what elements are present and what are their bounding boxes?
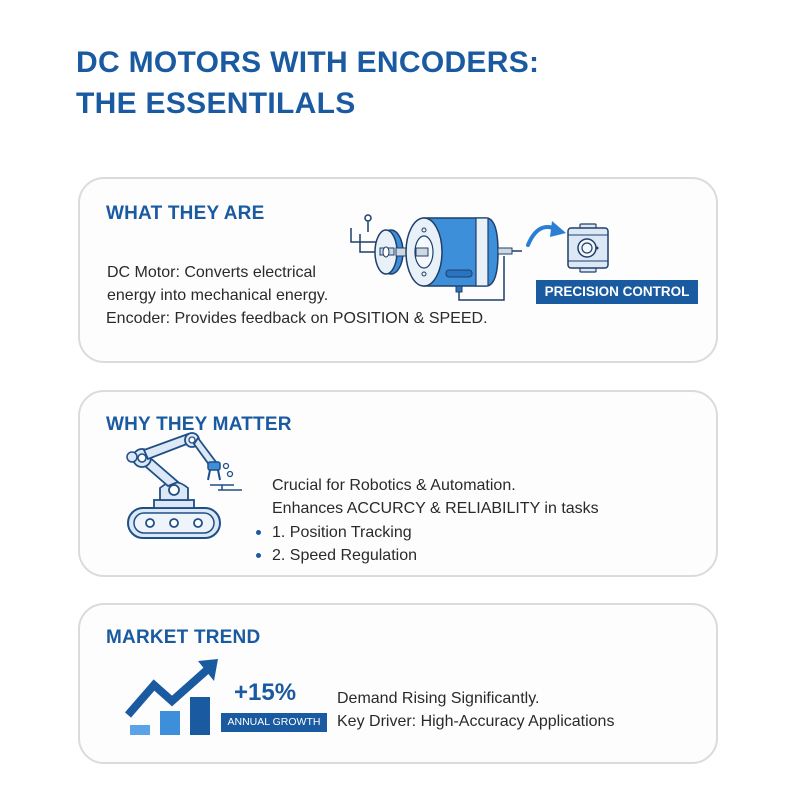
annual-growth-badge: ANNUAL GROWTH [221,713,327,732]
list-item: 1. Position Tracking [254,521,417,544]
page-title: DC MOTORS WITH ENCODERS: THE ESSENTILALS [76,42,539,124]
section-title: WHY THEY MATTER [106,414,292,435]
growth-stat: +15% [234,679,297,706]
section-description: DC Motor: Converts electrical energy int… [106,261,488,330]
section-description: Demand Rising Significantly. Key Driver:… [337,687,614,733]
card-market-trend: MARKET TREND +15% ANNUAL GROWTH Demand R… [78,603,718,764]
card-what-they-are: WHAT THEY ARE DC Motor: Converts electri… [78,177,718,363]
card-why-they-matter: WHY THEY MATTER Crucial for Ro [78,390,718,577]
curved-arrow-icon [526,221,566,247]
text-line: Enhances ACCURCY & RELIABILITY in tasks [272,500,599,517]
section-description: Crucial for Robotics & Automation. Enhan… [272,474,599,520]
precision-control-badge: PRECISION CONTROL [536,280,698,304]
page-title-line-2: THE ESSENTILALS [76,87,356,120]
text-line: energy into mechanical energy. [107,287,329,304]
text-line: Demand Rising Significantly. [337,690,540,707]
dc-motor-with-encoder-icon [350,214,522,301]
controller-module-icon [567,223,609,273]
benefit-list: 1. Position Tracking 2. Speed Regulation [254,521,417,567]
section-title: WHAT THEY ARE [106,203,265,224]
bullet-icon [256,530,261,535]
robotic-arm-icon [126,432,242,539]
text-line: Key Driver: High-Accuracy Applications [337,713,615,730]
page-title-line-1: DC MOTORS WITH ENCODERS: [76,46,540,79]
list-item: 2. Speed Regulation [254,544,417,567]
text-line: Crucial for Robotics & Automation. [272,477,516,494]
growth-chart-icon [124,659,218,735]
section-title: MARKET TREND [106,627,261,648]
text-line: Encoder: Provides feedback on POSITION &… [106,310,488,327]
text-line: DC Motor: Converts electrical [107,264,316,281]
bullet-icon [256,553,261,558]
